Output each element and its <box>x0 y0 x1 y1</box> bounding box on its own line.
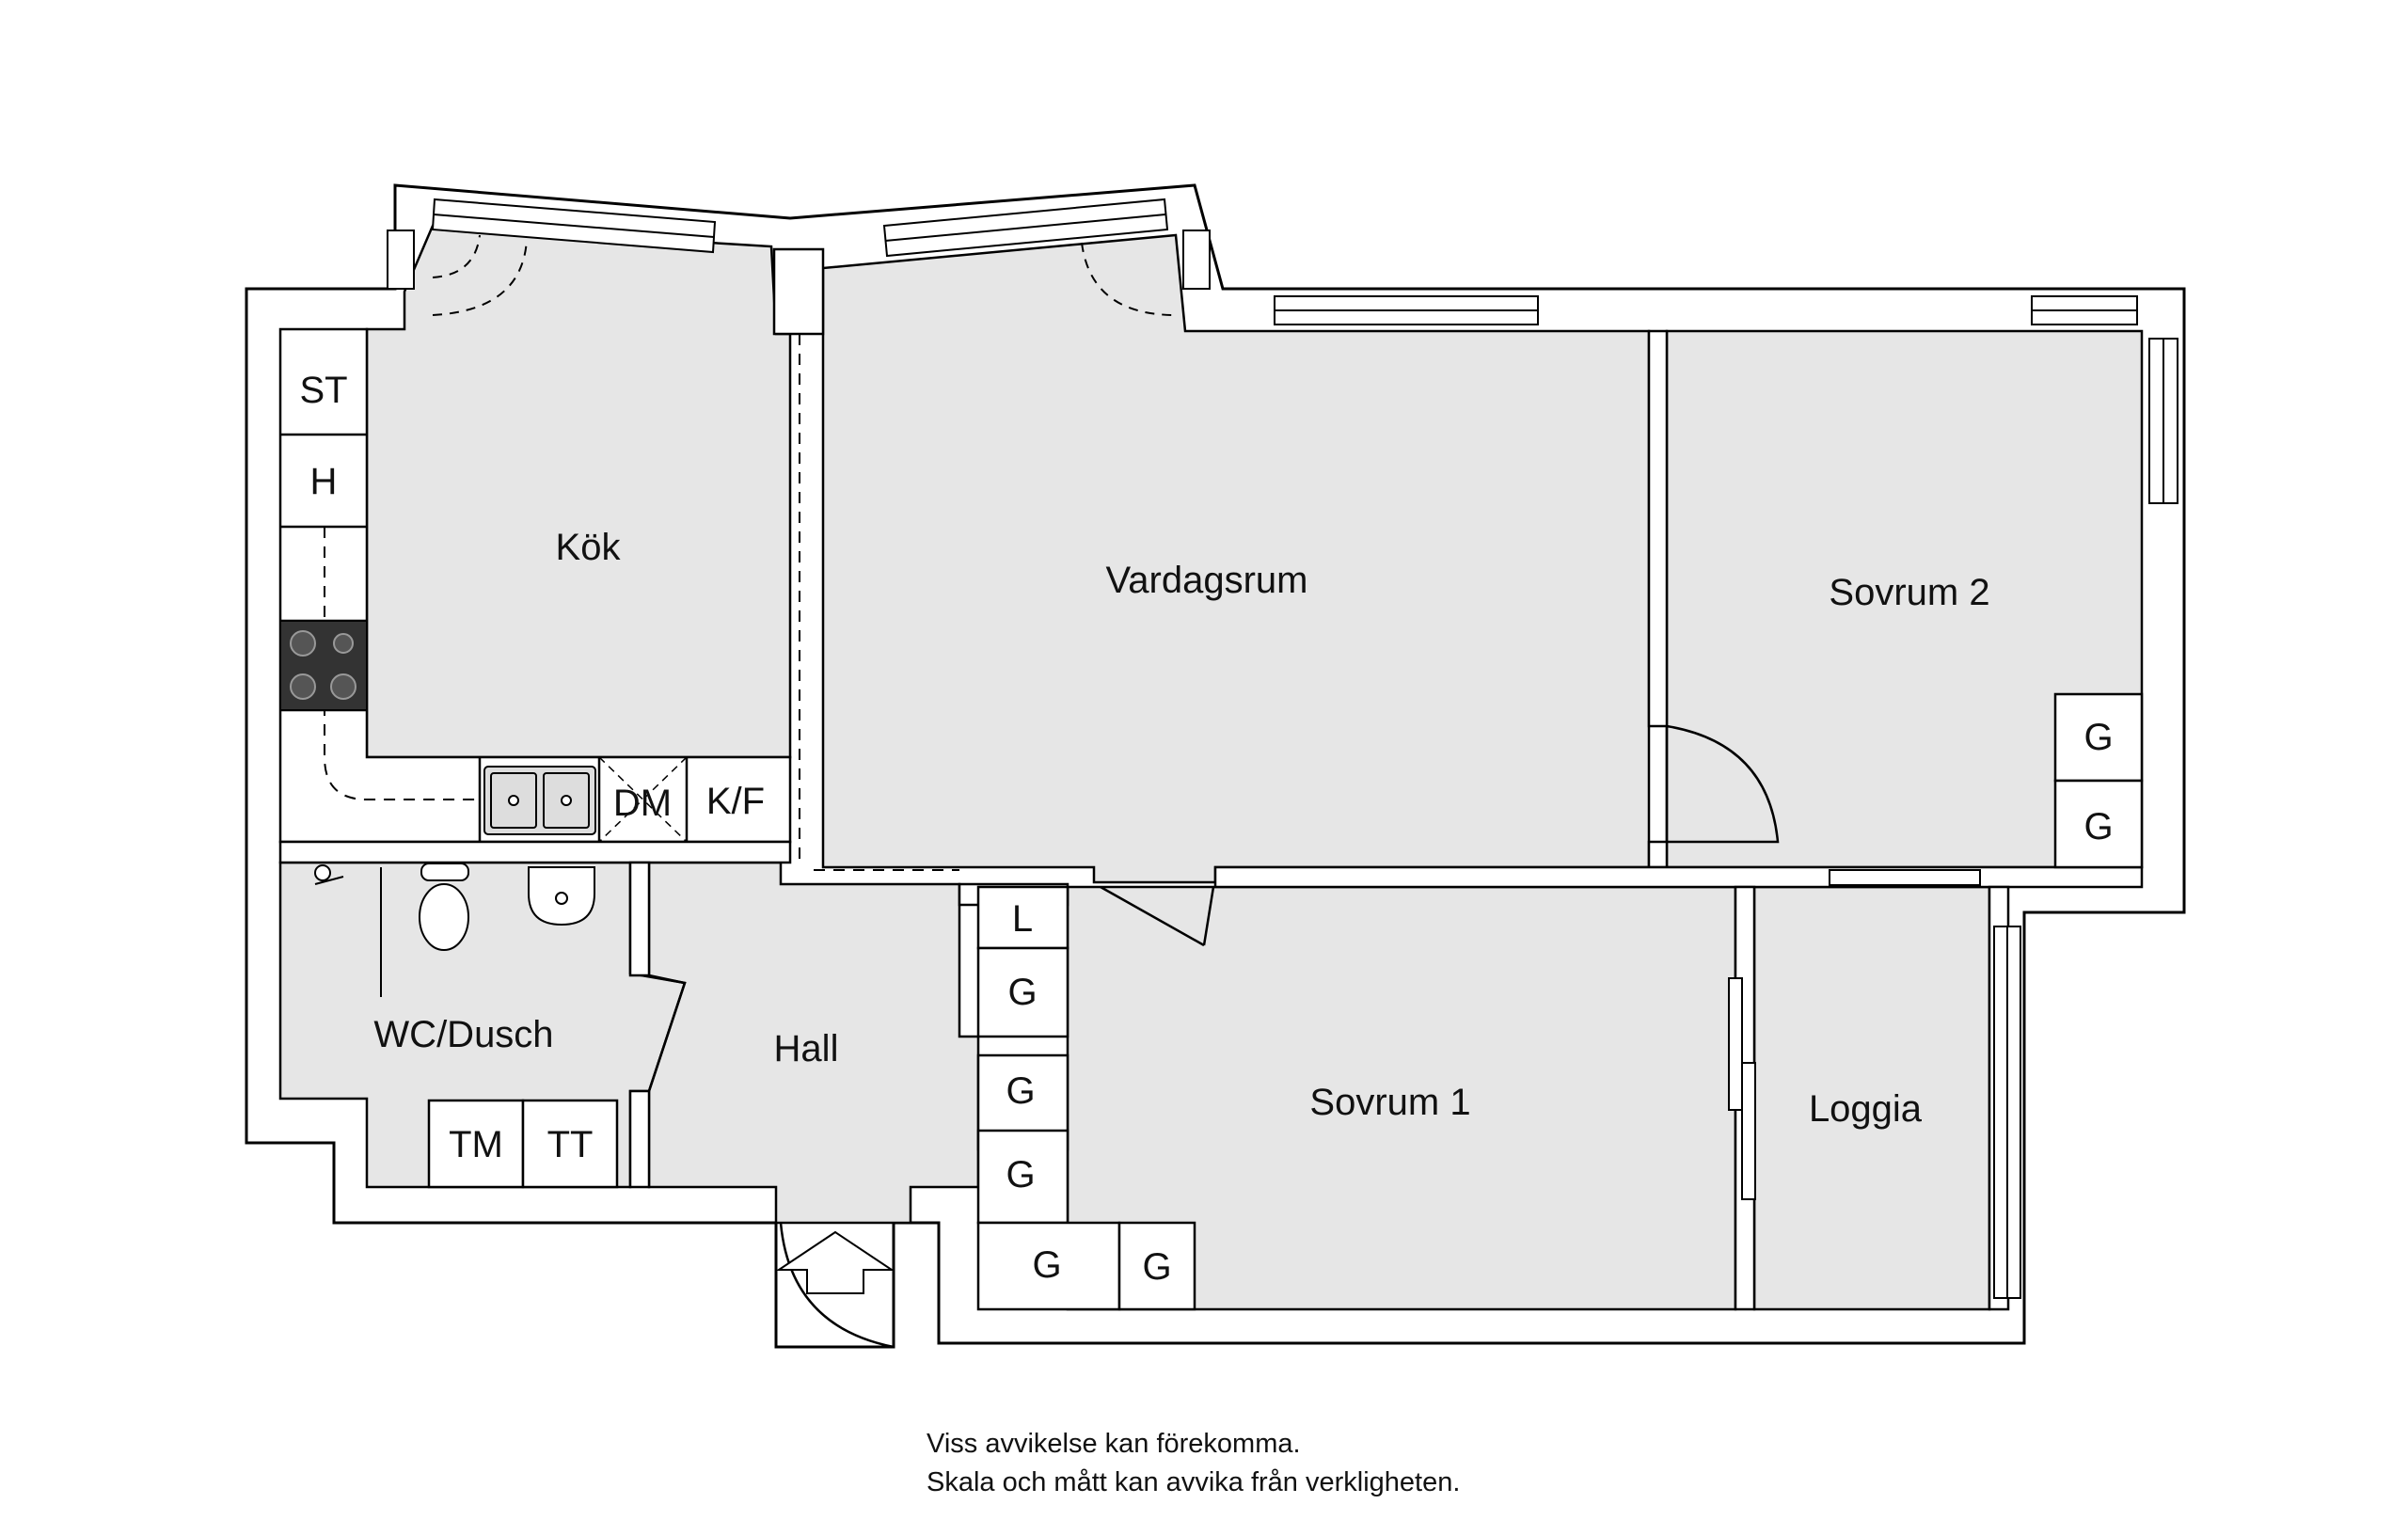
fixture-label-g-hall-2: G <box>1006 1070 1035 1112</box>
stove-icon <box>279 620 368 711</box>
fixture-label-tt: TT <box>547 1124 594 1165</box>
window-kok-side <box>387 230 415 290</box>
wall-wc-top <box>278 840 792 864</box>
wall-wc-hall <box>628 861 651 977</box>
door-wc <box>647 974 687 1092</box>
disclaimer-line-1: Viss avvikelse kan förekomma. <box>927 1429 1301 1459</box>
door-sovrum1 <box>1100 885 1215 947</box>
door-sovrum2 <box>1665 724 1780 844</box>
sovrum1-loggia-door-2 <box>1741 1062 1756 1200</box>
fixture-label-g-hall-5: G <box>1142 1246 1171 1288</box>
wall-kok-vardagsrum-stub <box>772 247 825 336</box>
room-label-hall: Hall <box>774 1028 839 1069</box>
fixture-label-l: L <box>1012 898 1033 940</box>
fixture-label-g-sovrum2-2: G <box>2083 806 2113 847</box>
laundry-tt <box>521 1099 619 1189</box>
room-label-sovrum1: Sovrum 1 <box>1309 1082 1470 1123</box>
room-label-loggia: Loggia <box>1809 1088 1923 1130</box>
wall-wc-hall-low <box>628 1089 651 1189</box>
sovrum1-loggia-door <box>1728 977 1743 1111</box>
fixture-label-st: ST <box>299 370 347 411</box>
closets <box>427 692 2144 1311</box>
room-label-wc-dusch: WC/Dusch <box>373 1014 553 1055</box>
wall-vardagsrum-sovrum2 <box>1647 329 1669 728</box>
window-vard-side <box>1182 230 1211 290</box>
dm-diag-2 <box>598 756 688 843</box>
fixture-label-g-sovrum2-1: G <box>2083 717 2113 758</box>
toilet-icon <box>419 883 469 951</box>
window-swings <box>432 234 1177 316</box>
vardagsrum-floor <box>821 233 1651 884</box>
closet-g1 <box>976 946 1069 1038</box>
closet-l <box>976 885 1069 950</box>
closet-g5 <box>1117 1221 1196 1311</box>
doors <box>647 724 1780 1349</box>
fixture-label-dm: DM <box>613 783 672 824</box>
fixture-label-kf: K/F <box>706 781 765 822</box>
window-kok-line <box>433 214 715 238</box>
wardrobe-g-bottom <box>2053 779 2144 869</box>
disclaimer-line-2: Skala och mått kan avvika från verklighe… <box>927 1467 1461 1497</box>
upper-cabinet-line <box>324 527 480 800</box>
door-entrance <box>779 1222 895 1349</box>
windows <box>387 198 2178 1299</box>
fixture-label-h: H <box>310 461 338 502</box>
wall-sovrum2-bottom <box>1647 840 1669 869</box>
closet-g4 <box>976 1221 1121 1311</box>
disclaimer: Viss avvikelse kan förekomma. Skala och … <box>927 1425 1460 1502</box>
fixture-label-g-hall-4: G <box>1032 1244 1061 1286</box>
toilet-tank <box>420 863 469 881</box>
fixture-label-g-hall-1: G <box>1007 972 1037 1013</box>
closet-g3 <box>976 1129 1069 1225</box>
room-label-sovrum2: Sovrum 2 <box>1829 572 1989 613</box>
dm-diag-1 <box>598 756 688 843</box>
wc-fixtures <box>314 863 595 997</box>
fixture-label-tm: TM <box>449 1124 503 1165</box>
entrance-arrow-icon <box>775 1230 895 1294</box>
kok-floor <box>365 224 792 759</box>
laundry-tm <box>427 1099 525 1189</box>
room-label-vardagsrum: Vardagsrum <box>1106 560 1308 601</box>
sink-icon <box>483 766 596 835</box>
openings <box>799 334 959 871</box>
window-loggia-top <box>1829 869 1981 886</box>
shower-icon <box>314 864 331 881</box>
fixture-label-g-hall-3: G <box>1006 1154 1035 1195</box>
room-label-kok: Kök <box>556 527 622 568</box>
wall-between-upper-lower <box>1213 865 2144 889</box>
window-vardagsrum-line <box>884 214 1166 242</box>
